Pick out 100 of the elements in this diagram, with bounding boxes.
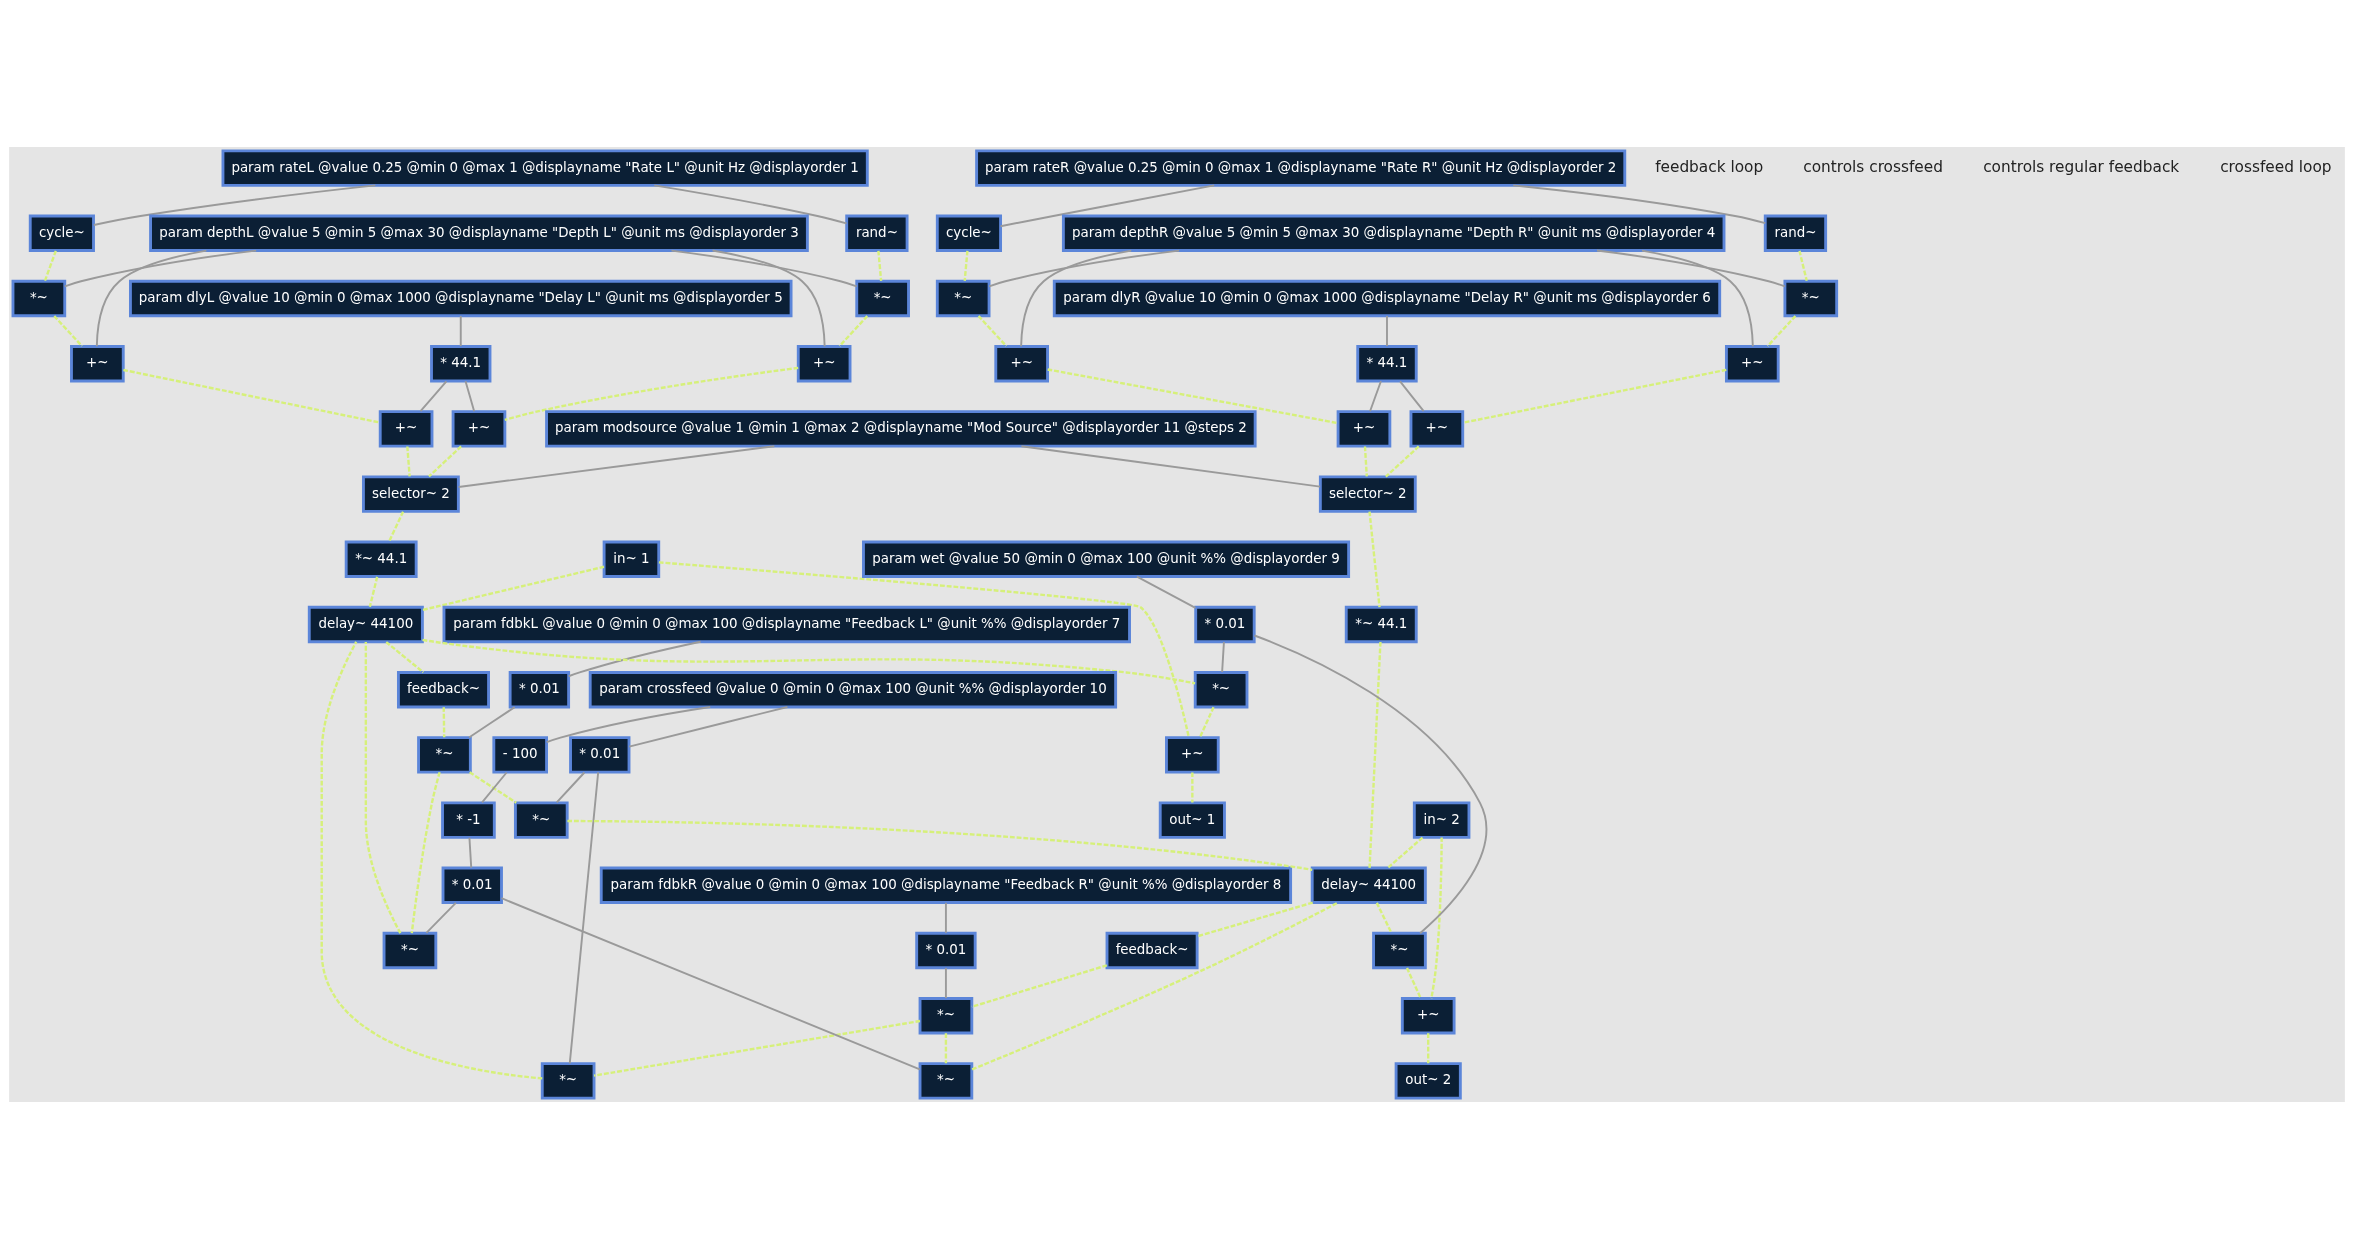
connector bbox=[500, 896, 921, 1070]
connector bbox=[1197, 901, 1313, 937]
connector bbox=[1198, 706, 1215, 738]
node-box: * 0.01 bbox=[508, 670, 571, 708]
connector bbox=[1427, 1032, 1430, 1063]
connector bbox=[653, 183, 848, 224]
connector bbox=[1512, 183, 1767, 224]
connector bbox=[123, 368, 381, 424]
connector bbox=[1191, 772, 1194, 802]
node-box: +~ bbox=[994, 344, 1049, 382]
connector bbox=[422, 638, 1196, 685]
connector bbox=[422, 565, 605, 611]
connector bbox=[999, 183, 1216, 227]
connector bbox=[555, 771, 586, 803]
node-box: param depthR @value 5 @min 5 @max 30 @displayname "Depth R" @unit ms @displayorder 4 bbox=[1061, 214, 1726, 252]
node-box: param depthL @value 5 @min 5 @max 30 @displayname "Depth L" @unit ms @displayorder 3 bbox=[149, 214, 809, 252]
node-box: rand~ bbox=[1763, 214, 1828, 252]
connector bbox=[628, 705, 789, 748]
connector bbox=[1798, 250, 1808, 281]
label: controls regular feedback bbox=[1983, 157, 2180, 176]
connector bbox=[1020, 249, 1133, 347]
node-box: * 44.1 bbox=[1356, 344, 1418, 382]
label: controls crossfeed bbox=[1803, 157, 1943, 176]
connector bbox=[977, 314, 1008, 347]
connector bbox=[469, 770, 517, 804]
node-box: feedback~ bbox=[1105, 931, 1199, 969]
node-box: *~ bbox=[918, 1061, 974, 1100]
node-box: +~ bbox=[1724, 344, 1780, 382]
connector bbox=[567, 819, 1313, 871]
node-box: param dlyL @value 10 @min 0 @max 1000 @displayname "Delay L" @unit ms @displayorder 5 bbox=[129, 279, 793, 317]
connector bbox=[670, 249, 858, 287]
connector bbox=[1399, 379, 1425, 412]
connector bbox=[425, 901, 457, 934]
node-box: cycle~ bbox=[28, 214, 95, 252]
connector bbox=[658, 560, 1191, 738]
connector bbox=[988, 249, 1181, 287]
connector bbox=[1640, 249, 1754, 347]
node-box: param fdbkL @value 0 @min 0 @max 100 @displayname "Feedback L" @unit %% @displayorder 7 bbox=[442, 605, 1131, 643]
connector bbox=[1385, 445, 1420, 477]
node-box: in~ 1 bbox=[602, 540, 661, 578]
connector bbox=[1368, 510, 1381, 607]
node-box: *~ bbox=[11, 279, 67, 317]
node-box: *~ bbox=[1783, 279, 1839, 317]
connector bbox=[1047, 367, 1339, 424]
node-box: param wet @value 50 @min 0 @max 100 @unit %% @displayorder 9 bbox=[862, 540, 1351, 578]
node-box: - 100 bbox=[492, 735, 548, 774]
connector bbox=[1375, 901, 1393, 933]
connector bbox=[545, 705, 712, 743]
connector bbox=[1136, 575, 1197, 609]
node-box: *~ 44.1 bbox=[344, 540, 418, 578]
connector bbox=[963, 250, 969, 281]
node-box: out~ 2 bbox=[1394, 1061, 1462, 1100]
label: feedback loop bbox=[1655, 157, 1764, 176]
node-box: * 0.01 bbox=[915, 931, 977, 969]
connector bbox=[877, 250, 883, 281]
node-box: *~ bbox=[1372, 931, 1427, 969]
node-box: delay~ 44100 bbox=[307, 605, 424, 643]
node-box: cycle~ bbox=[935, 214, 1002, 252]
connector bbox=[364, 641, 402, 934]
node-box: +~ bbox=[1400, 996, 1456, 1034]
node-box: *~ bbox=[540, 1061, 596, 1100]
node-box: *~ 44.1 bbox=[1344, 605, 1418, 643]
connector bbox=[419, 379, 448, 412]
connector bbox=[95, 249, 208, 347]
connector bbox=[1369, 379, 1382, 412]
connector bbox=[1386, 314, 1388, 347]
connector bbox=[457, 444, 776, 488]
connector bbox=[593, 1019, 921, 1077]
node-box: +~ bbox=[378, 409, 434, 448]
node-box: * 0.01 bbox=[569, 735, 631, 774]
connector bbox=[368, 576, 379, 607]
connector bbox=[1430, 836, 1443, 998]
node-box: param dlyR @value 10 @min 0 @max 1000 @displayname "Delay R" @unit ms @displayorder 6 bbox=[1052, 279, 1722, 317]
node-box: param rateL @value 0.25 @min 0 @max 1 @displayname "Rate L" @unit Hz @displayorder 1 bbox=[221, 148, 869, 187]
node-box: delay~ 44100 bbox=[1310, 866, 1427, 904]
node-box: *~ bbox=[935, 279, 991, 317]
label: crossfeed loop bbox=[2220, 157, 2332, 176]
connector bbox=[63, 249, 258, 287]
node-box: *~ bbox=[855, 279, 910, 317]
connector bbox=[971, 901, 1339, 1070]
connector bbox=[1221, 640, 1225, 673]
connector bbox=[504, 366, 799, 421]
connector bbox=[1387, 836, 1424, 869]
node-box: +~ bbox=[796, 344, 852, 382]
connector bbox=[568, 770, 600, 1064]
node-box: +~ bbox=[1336, 409, 1392, 448]
connector bbox=[1596, 249, 1786, 287]
node-box: *~ bbox=[918, 996, 974, 1034]
connector bbox=[944, 966, 947, 999]
connector bbox=[428, 445, 462, 477]
connector bbox=[468, 836, 473, 869]
connector bbox=[567, 640, 702, 677]
connector bbox=[53, 314, 83, 347]
connector bbox=[944, 1032, 948, 1063]
node-box: param crossfeed @value 0 @min 0 @max 100 @unit %% @displayorder 10 bbox=[588, 670, 1118, 708]
connector bbox=[320, 640, 543, 1080]
node-box: * 0.01 bbox=[441, 866, 503, 904]
connector bbox=[944, 901, 947, 934]
node-box: *~ bbox=[382, 931, 438, 969]
connector bbox=[711, 249, 826, 347]
